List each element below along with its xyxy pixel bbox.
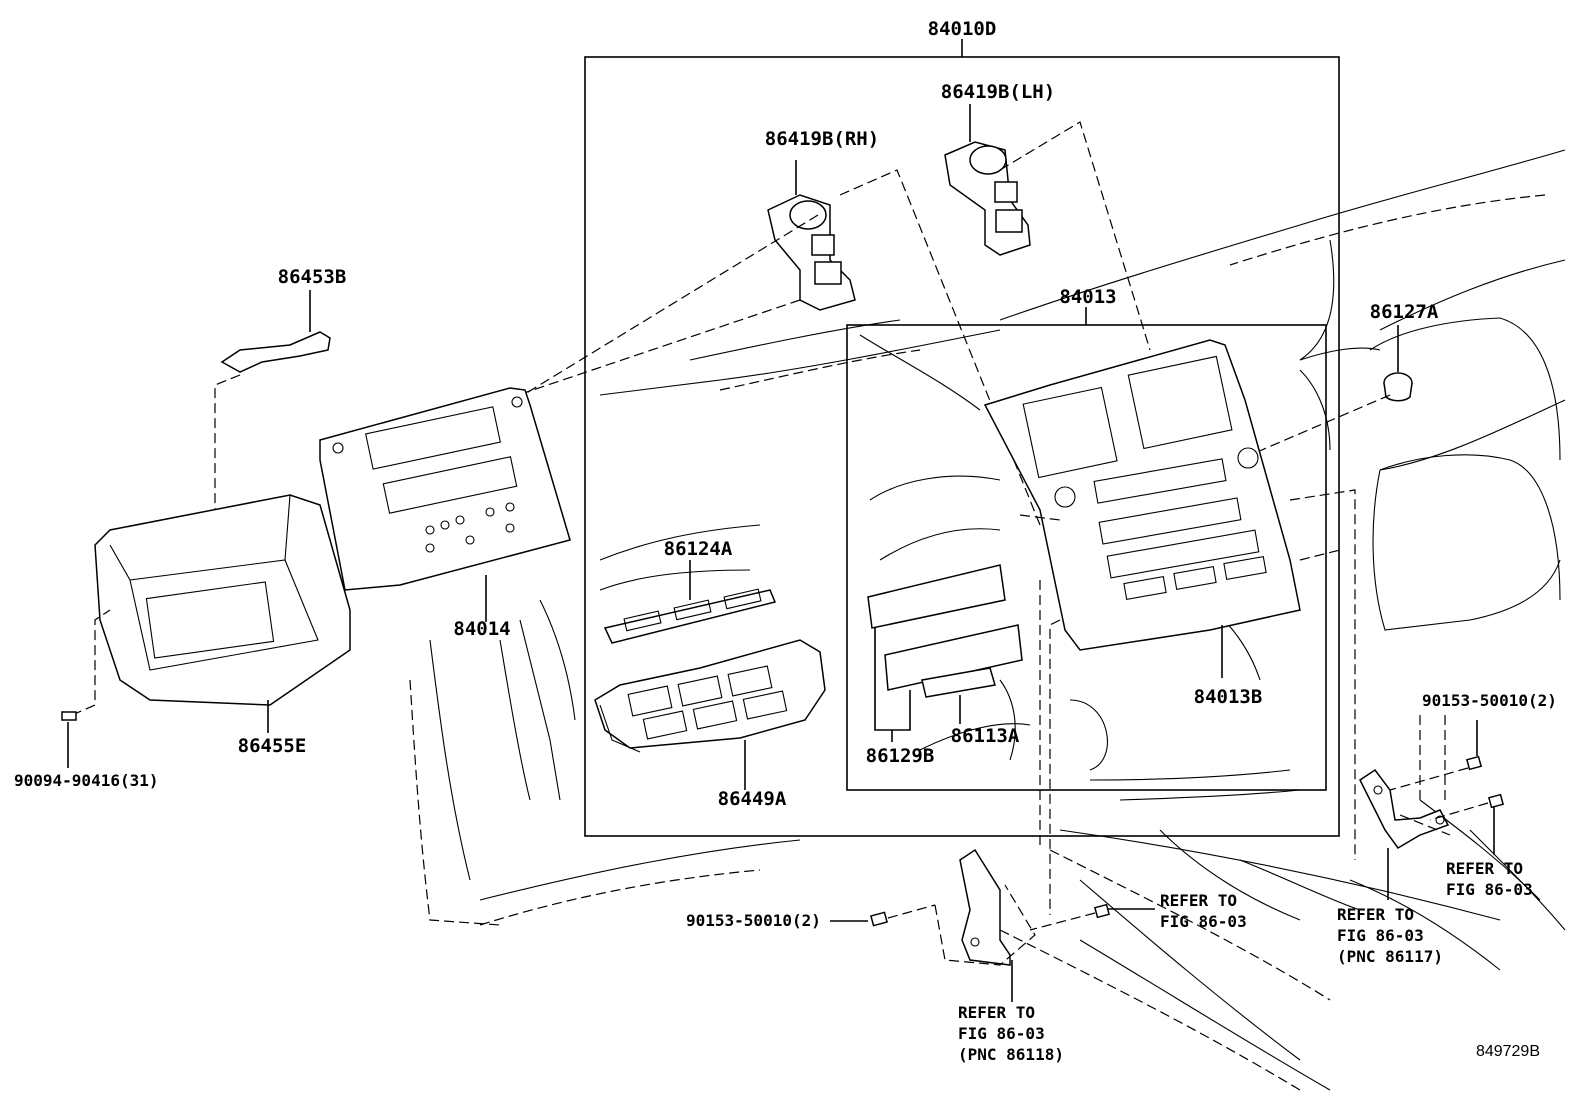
refer-center-line1: REFER TO: [1160, 891, 1237, 910]
label-90153-right: 90153-50010(2): [1422, 691, 1557, 710]
refer-center-line2: FIG 86-03: [1160, 912, 1247, 931]
label-86127A: 86127A: [1370, 301, 1439, 323]
label-84013B: 84013B: [1194, 686, 1263, 708]
label-86453B: 86453B: [278, 266, 347, 288]
label-84013: 84013: [1059, 286, 1116, 308]
switch-86419B-rh: [767, 160, 856, 311]
assembly-box-84013: [846, 307, 1327, 791]
bracket-86453B: [214, 290, 331, 560]
refer-pnc86118-line3: (PNC 86118): [958, 1045, 1064, 1064]
label-90094-90416: 90094-90416(31): [14, 771, 159, 790]
screw-refer-center: [1029, 903, 1155, 931]
figure-number: 849729B: [1476, 1043, 1540, 1060]
label-86419B-lh: 86419B(LH): [941, 81, 1055, 103]
refer-pnc86117-line2: FIG 86-03: [1337, 926, 1424, 945]
housing-86455E: [71, 494, 351, 733]
label-86455E: 86455E: [238, 735, 307, 757]
screw-90153-bottom: [830, 904, 936, 927]
refer-right-line2: FIG 86-03: [1446, 880, 1533, 899]
refer-right-line1: REFER TO: [1446, 859, 1523, 878]
screw-90153-right: [1389, 715, 1483, 800]
label-86129B: 86129B: [866, 745, 935, 767]
screw-refer-right: [1429, 793, 1505, 855]
refer-pnc86118-line1: REFER TO: [958, 1003, 1035, 1022]
part-86113A: [921, 667, 996, 724]
bracket-pnc-86117: [1359, 768, 1451, 900]
label-86419B-rh: 86419B(RH): [765, 128, 879, 150]
switch-86419B-lh: [944, 104, 1031, 256]
labels-86129B: [867, 564, 1023, 742]
switch-panel-86449A: [594, 639, 826, 790]
label-90153-bottom: 90153-50010(2): [686, 911, 821, 930]
assembly-box-84010D: [584, 39, 1340, 837]
refer-pnc86118-line2: FIG 86-03: [958, 1024, 1045, 1043]
label-86449A: 86449A: [718, 788, 787, 810]
knob-86127A: [1249, 325, 1413, 456]
label-86124A: 86124A: [664, 538, 733, 560]
part-labels: 84010D 86419B(LH) 86419B(RH) 86453B 8401…: [14, 18, 1557, 1064]
switch-strip-86124A: [603, 560, 777, 644]
label-84010D: 84010D: [928, 18, 997, 40]
center-panel-84013: [983, 339, 1356, 915]
dashboard-outline: [409, 149, 1566, 1091]
refer-pnc86117-line1: REFER TO: [1337, 905, 1414, 924]
screw-90094-90416: [61, 711, 77, 768]
bracket-pnc-86118: [934, 848, 1036, 1002]
refer-pnc86117-line3: (PNC 86117): [1337, 947, 1443, 966]
label-84014: 84014: [453, 618, 510, 640]
label-86113A: 86113A: [951, 725, 1020, 747]
trim-plate-84014: [319, 387, 571, 622]
